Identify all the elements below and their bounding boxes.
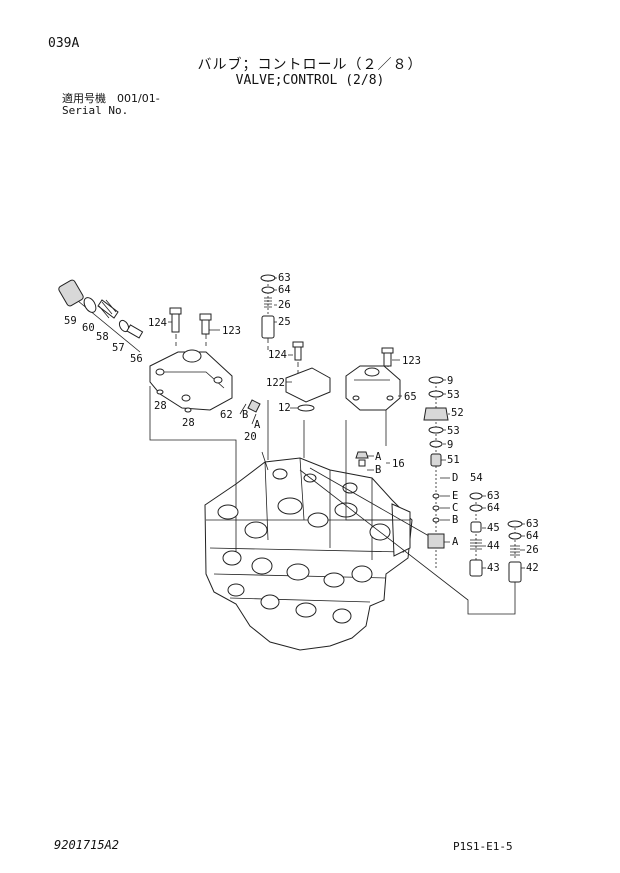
callout-12: 12 bbox=[278, 402, 291, 414]
port-b-2: B bbox=[375, 464, 381, 476]
callout-123-right: 123 bbox=[402, 355, 421, 367]
callout-59: 59 bbox=[64, 315, 77, 327]
callout-123: 123 bbox=[222, 325, 241, 337]
port-c: C bbox=[452, 502, 458, 514]
top-center-stack bbox=[260, 274, 276, 339]
callout-20: 20 bbox=[244, 431, 257, 443]
callout-53-bottom: 53 bbox=[447, 425, 460, 437]
callout-42: 42 bbox=[526, 562, 539, 574]
callout-43: 43 bbox=[487, 562, 500, 574]
page-reference: P1S1-E1-5 bbox=[453, 840, 513, 853]
callout-63: 63 bbox=[278, 272, 291, 284]
right-stack-middle-column bbox=[469, 492, 483, 577]
callout-64-middle: 64 bbox=[487, 502, 500, 514]
callout-62: 62 bbox=[220, 409, 233, 421]
serial-label-japanese: 適用号機 001/01- bbox=[62, 92, 160, 105]
callout-64: 64 bbox=[278, 284, 291, 296]
right-stack-left-column bbox=[423, 376, 449, 549]
callout-16: 16 bbox=[392, 458, 405, 470]
plug-16 bbox=[355, 451, 369, 467]
upper-housing-left bbox=[149, 307, 261, 413]
callout-9-top: 9 bbox=[447, 375, 453, 387]
callout-25: 25 bbox=[278, 316, 291, 328]
callout-56: 56 bbox=[130, 353, 143, 365]
callout-52: 52 bbox=[451, 407, 464, 419]
callout-26: 26 bbox=[278, 299, 291, 311]
center-cover bbox=[285, 341, 331, 412]
callout-124-center: 124 bbox=[268, 349, 287, 361]
callout-28-right: 28 bbox=[182, 417, 195, 429]
relief-valve-parts bbox=[58, 279, 144, 353]
callout-65: 65 bbox=[404, 391, 417, 403]
callout-57: 57 bbox=[112, 342, 125, 354]
callout-26-right: 26 bbox=[526, 544, 539, 556]
right-stack-right-column bbox=[507, 520, 523, 583]
right-cover bbox=[345, 347, 401, 411]
callout-44: 44 bbox=[487, 540, 500, 552]
callout-9-bottom: 9 bbox=[447, 439, 453, 451]
port-b-3: B bbox=[452, 514, 458, 526]
callout-28-left: 28 bbox=[154, 400, 167, 412]
title-japanese: バルブ；コントロール（２／８） bbox=[197, 57, 423, 73]
callout-63-right: 63 bbox=[526, 518, 539, 530]
port-a-1: A bbox=[254, 419, 261, 431]
callout-63-middle: 63 bbox=[487, 490, 500, 502]
callout-60: 60 bbox=[82, 322, 95, 334]
port-e: E bbox=[452, 490, 458, 502]
callout-51: 51 bbox=[447, 454, 460, 466]
port-a-2: A bbox=[375, 451, 382, 463]
port-a-3: A bbox=[452, 536, 459, 548]
callout-54: 54 bbox=[470, 472, 483, 484]
port-d: D bbox=[452, 472, 458, 484]
callout-53-top: 53 bbox=[447, 389, 460, 401]
page-code: 039A bbox=[48, 36, 80, 51]
port-b-1: B bbox=[242, 409, 248, 421]
callout-58: 58 bbox=[96, 331, 109, 343]
callout-labels: 63 64 26 25 124 123 59 60 58 57 56 28 28… bbox=[64, 272, 539, 574]
serial-label-english: Serial No. bbox=[62, 104, 129, 117]
title-english: VALVE;CONTROL (2/8) bbox=[235, 73, 385, 88]
callout-45: 45 bbox=[487, 522, 500, 534]
callout-64-right: 64 bbox=[526, 530, 539, 542]
callout-122: 122 bbox=[266, 377, 285, 389]
document-number: 9201715A2 bbox=[54, 838, 120, 852]
callout-124: 124 bbox=[148, 317, 167, 329]
callout-ticks bbox=[168, 277, 525, 569]
valve-body bbox=[204, 457, 413, 651]
